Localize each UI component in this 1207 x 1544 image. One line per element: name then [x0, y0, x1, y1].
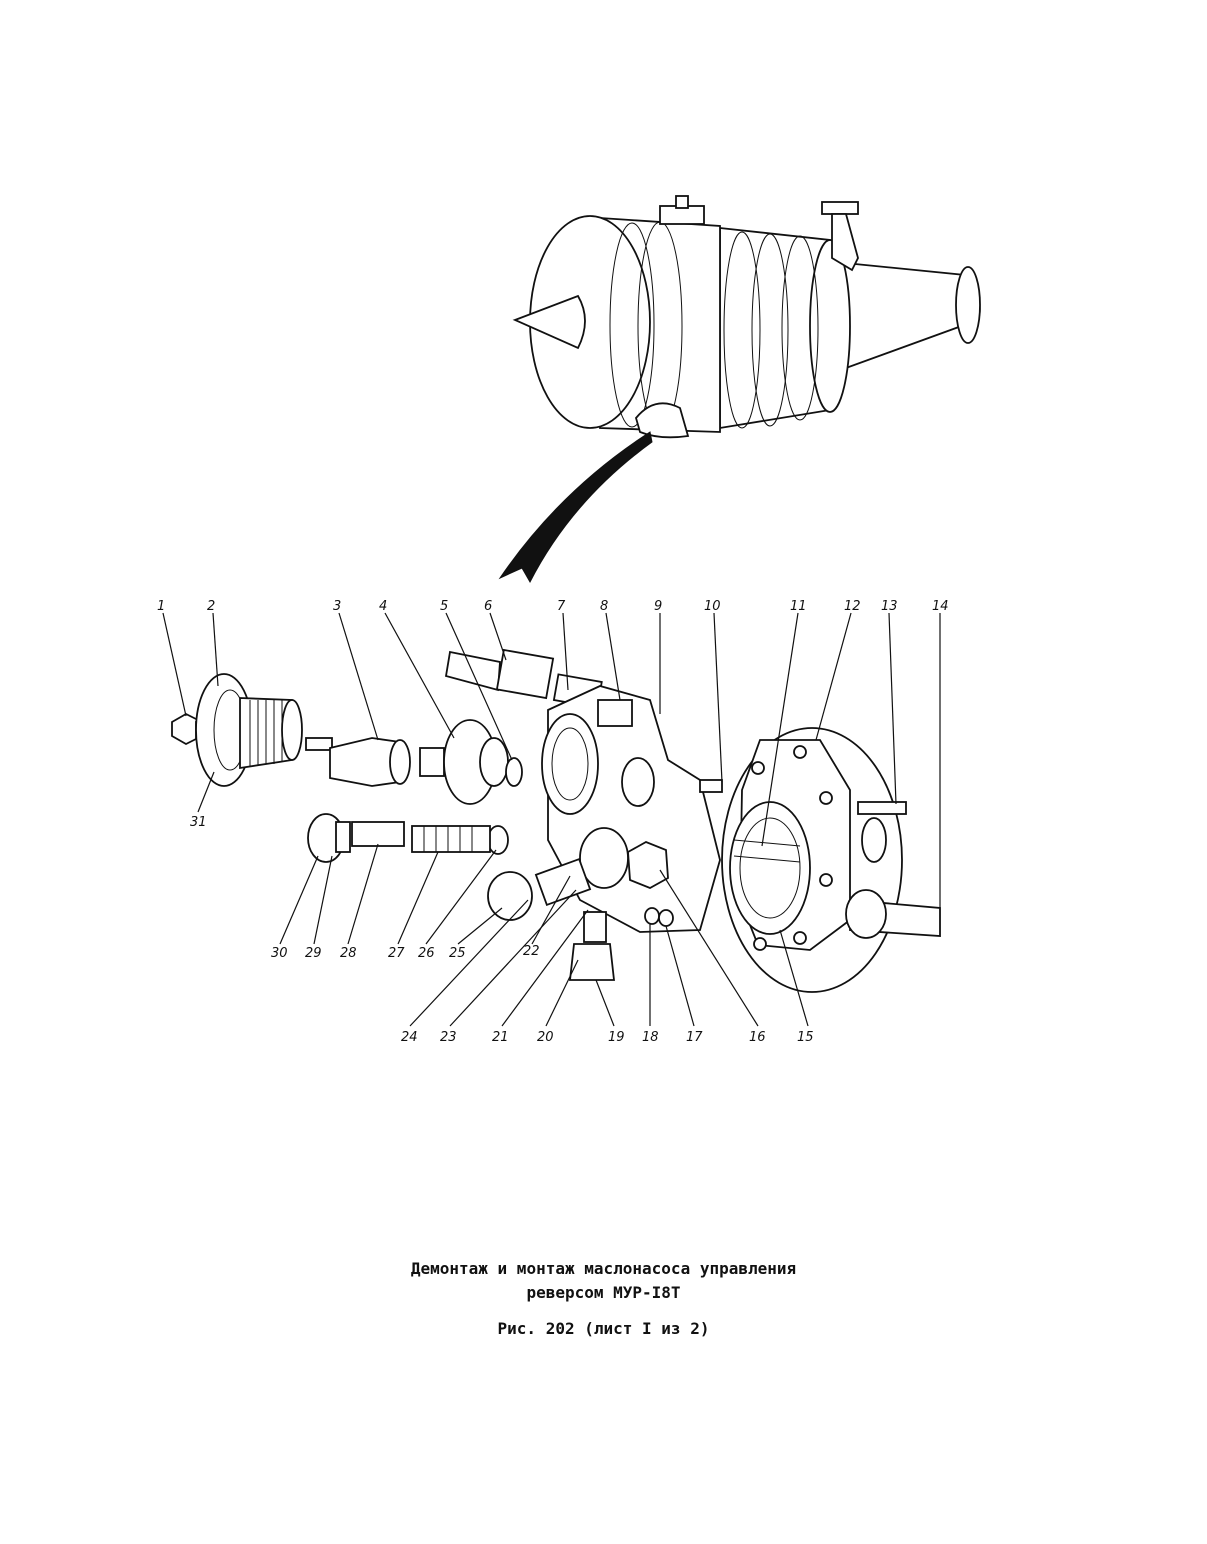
callout-29: 29 [305, 946, 322, 961]
callout-14: 14 [932, 599, 949, 614]
callout-3: 3 [333, 599, 341, 614]
callout-2: 2 [207, 599, 215, 614]
callout-4: 4 [379, 599, 387, 614]
callout-22: 22 [523, 944, 540, 959]
callout-8: 8 [600, 599, 608, 614]
callout-28: 28 [340, 946, 357, 961]
callout-30: 30 [271, 946, 288, 961]
callout-17: 17 [686, 1030, 703, 1045]
callout-23: 23 [440, 1030, 457, 1045]
callout-27: 27 [388, 946, 405, 961]
callout-20: 20 [537, 1030, 554, 1045]
callout-11: 11 [790, 599, 807, 614]
callout-10: 10 [704, 599, 721, 614]
callout-25: 25 [449, 946, 466, 961]
pump-assembly [171, 648, 941, 993]
figure-number: Рис. 202 (лист I из 2) [497, 1319, 710, 1338]
callout-9: 9 [654, 599, 662, 614]
callout-5: 5 [440, 599, 448, 614]
callout-12: 12 [844, 599, 861, 614]
engine-overview [498, 195, 981, 584]
callout-1: 1 [157, 599, 165, 614]
callout-13: 13 [881, 599, 898, 614]
callout-labels: 1 2 3 4 5 6 7 8 9 10 11 12 13 14 15 16 1… [157, 599, 949, 1045]
callout-6: 6 [484, 599, 492, 614]
caption-title: Демонтаж и монтаж маслонасоса управления [410, 1259, 797, 1278]
callout-26: 26 [418, 946, 435, 961]
callout-7: 7 [557, 599, 566, 614]
caption-subtitle: реверсом МУР-I8Т [526, 1283, 681, 1302]
callout-24: 24 [401, 1030, 418, 1045]
callout-15: 15 [797, 1030, 814, 1045]
callout-21: 21 [492, 1030, 509, 1045]
callout-19: 19 [608, 1030, 625, 1045]
callout-16: 16 [749, 1030, 766, 1045]
callout-31: 31 [190, 815, 207, 830]
callout-18: 18 [642, 1030, 659, 1045]
leader-lines [162, 612, 941, 1027]
